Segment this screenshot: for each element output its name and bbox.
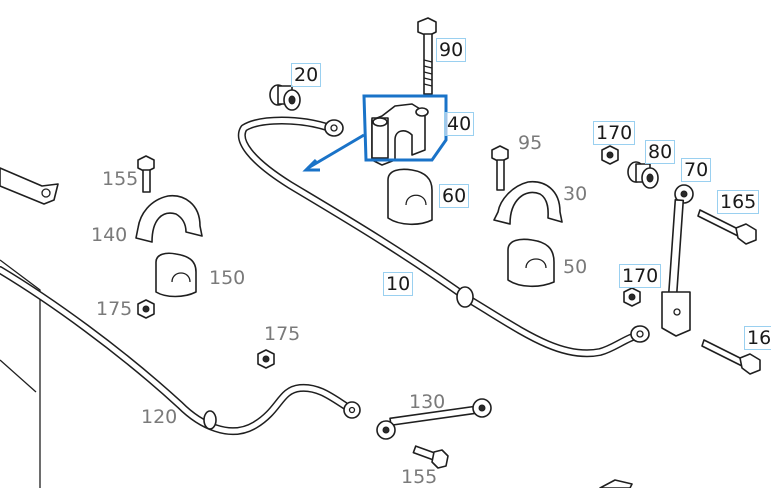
callout-20[interactable]: 20	[291, 63, 322, 87]
frame-plate	[0, 259, 41, 488]
callout-120: 120	[141, 406, 178, 428]
partial-bracket	[599, 479, 633, 488]
bracket-40	[371, 103, 429, 166]
nut-175-b	[257, 349, 275, 369]
bushing-20	[269, 84, 301, 111]
callout-170-top[interactable]: 170	[593, 121, 636, 145]
callout-155-bottom: 155	[401, 466, 438, 488]
bushing-150	[155, 252, 197, 298]
rear-stabilizer-bar	[0, 266, 361, 436]
callout-175-left: 175	[96, 298, 133, 320]
callout-30: 30	[563, 183, 588, 205]
bushing-60	[387, 168, 433, 226]
bushing-50	[507, 238, 555, 288]
callout-140: 140	[91, 224, 128, 246]
callout-165[interactable]: 165	[717, 190, 760, 214]
callout-60[interactable]: 60	[439, 184, 470, 208]
bolt-155-top	[137, 155, 155, 193]
callout-155-top: 155	[102, 168, 139, 190]
callout-90[interactable]: 90	[436, 38, 467, 62]
bolt-165	[697, 209, 757, 245]
nut-175-a	[137, 299, 155, 319]
long-bolt-90	[417, 17, 437, 95]
nut-170-top	[601, 145, 619, 165]
callout-40[interactable]: 40	[444, 112, 475, 136]
nut-170-bottom	[623, 287, 641, 307]
callout-170-bottom[interactable]: 170	[619, 264, 662, 288]
callout-95: 95	[518, 132, 543, 154]
bolt-155-bottom	[412, 445, 449, 469]
callout-175-mid: 175	[264, 323, 301, 345]
callout-70[interactable]: 70	[681, 158, 712, 182]
bolt-16	[701, 339, 761, 375]
callout-80[interactable]: 80	[645, 140, 676, 164]
callout-50: 50	[563, 256, 588, 278]
left-link-arm	[0, 167, 59, 205]
callout-10[interactable]: 10	[383, 272, 414, 296]
highlight-box-40	[302, 94, 448, 172]
link-rod-130	[376, 398, 492, 440]
front-stabilizer-bar	[237, 116, 650, 358]
bushing-80	[627, 161, 659, 189]
callout-130: 130	[409, 391, 446, 413]
callout-16[interactable]: 16	[744, 326, 771, 350]
bracket-140	[135, 195, 203, 243]
callout-150: 150	[209, 267, 246, 289]
bolt-95	[491, 145, 509, 191]
stabilizer-link-70	[661, 184, 694, 337]
bracket-30	[493, 181, 563, 225]
